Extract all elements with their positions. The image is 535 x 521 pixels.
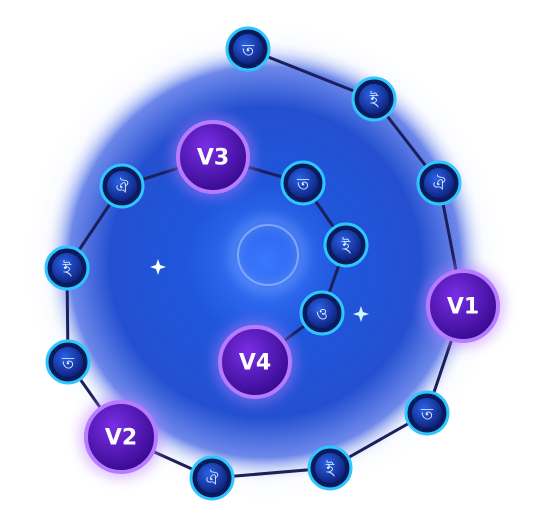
rune-icon: ঐ (206, 470, 219, 489)
major-node-v4[interactable]: V4 (213, 320, 297, 404)
major-node-v3[interactable]: V3 (171, 115, 255, 199)
minor-node[interactable]: ও (299, 290, 345, 336)
rune-icon: ত (296, 175, 310, 194)
sparkles (150, 259, 369, 322)
minor-node[interactable]: ঐ (189, 455, 235, 501)
sparkle-icon (353, 306, 369, 322)
minor-node[interactable]: ই (351, 76, 397, 122)
orb-vortex-ring (231, 218, 305, 292)
minor-node[interactable]: ত (225, 26, 271, 72)
rune-icon: ত (420, 405, 434, 424)
minor-node-disc (233, 34, 263, 64)
minor-node-disc (107, 171, 137, 201)
minor-node[interactable]: ত (280, 160, 326, 206)
major-node-disc (426, 269, 500, 343)
minor-node-disc (197, 463, 227, 493)
major-node-disc (176, 120, 250, 194)
major-node-v1[interactable]: V1 (421, 264, 505, 348)
minor-node[interactable]: ত (45, 339, 91, 385)
minor-node-disc (424, 168, 454, 198)
minor-node-disc (53, 347, 83, 377)
orb-body (43, 40, 487, 484)
minor-node[interactable]: ই (323, 222, 369, 268)
minor-node-disc (331, 230, 361, 260)
rune-icon: ঐ (116, 178, 129, 197)
track-nodes: ত ই ঐ V1 ত ই ঐ V2 ত ই ঐ V3 ত ই ও V4 (44, 26, 505, 501)
minor-node-disc (412, 398, 442, 428)
rune-icon: ই (62, 260, 72, 279)
minor-node[interactable]: ঐ (99, 163, 145, 209)
orb-vortex-core (237, 224, 299, 286)
minor-node-disc (52, 253, 82, 283)
major-node-label: V2 (105, 426, 137, 451)
major-node-label: V4 (239, 351, 271, 376)
rune-icon: ও (316, 305, 328, 324)
track-link (247, 47, 375, 101)
major-node-label: V3 (197, 146, 229, 171)
orb-background (27, 24, 503, 500)
rune-icon: ত (61, 354, 75, 373)
minor-node[interactable]: ই (307, 445, 353, 491)
minor-node-disc (307, 298, 337, 328)
major-node-disc (84, 400, 158, 474)
rune-icon: ত (241, 41, 255, 60)
rune-icon: ই (341, 237, 351, 256)
minor-node[interactable]: ই (44, 245, 90, 291)
sparkle-icon (150, 259, 166, 275)
minor-node[interactable]: ত (404, 390, 450, 436)
rune-icon: ই (325, 460, 335, 479)
minor-node-disc (359, 84, 389, 114)
rune-icon: ঐ (433, 175, 446, 194)
major-node-disc (218, 325, 292, 399)
major-node-v2[interactable]: V2 (79, 395, 163, 479)
rune-icon: ই (369, 91, 379, 110)
major-node-label: V1 (447, 295, 479, 320)
minor-node-disc (315, 453, 345, 483)
minor-node[interactable]: ঐ (416, 160, 462, 206)
minor-node-disc (288, 168, 318, 198)
